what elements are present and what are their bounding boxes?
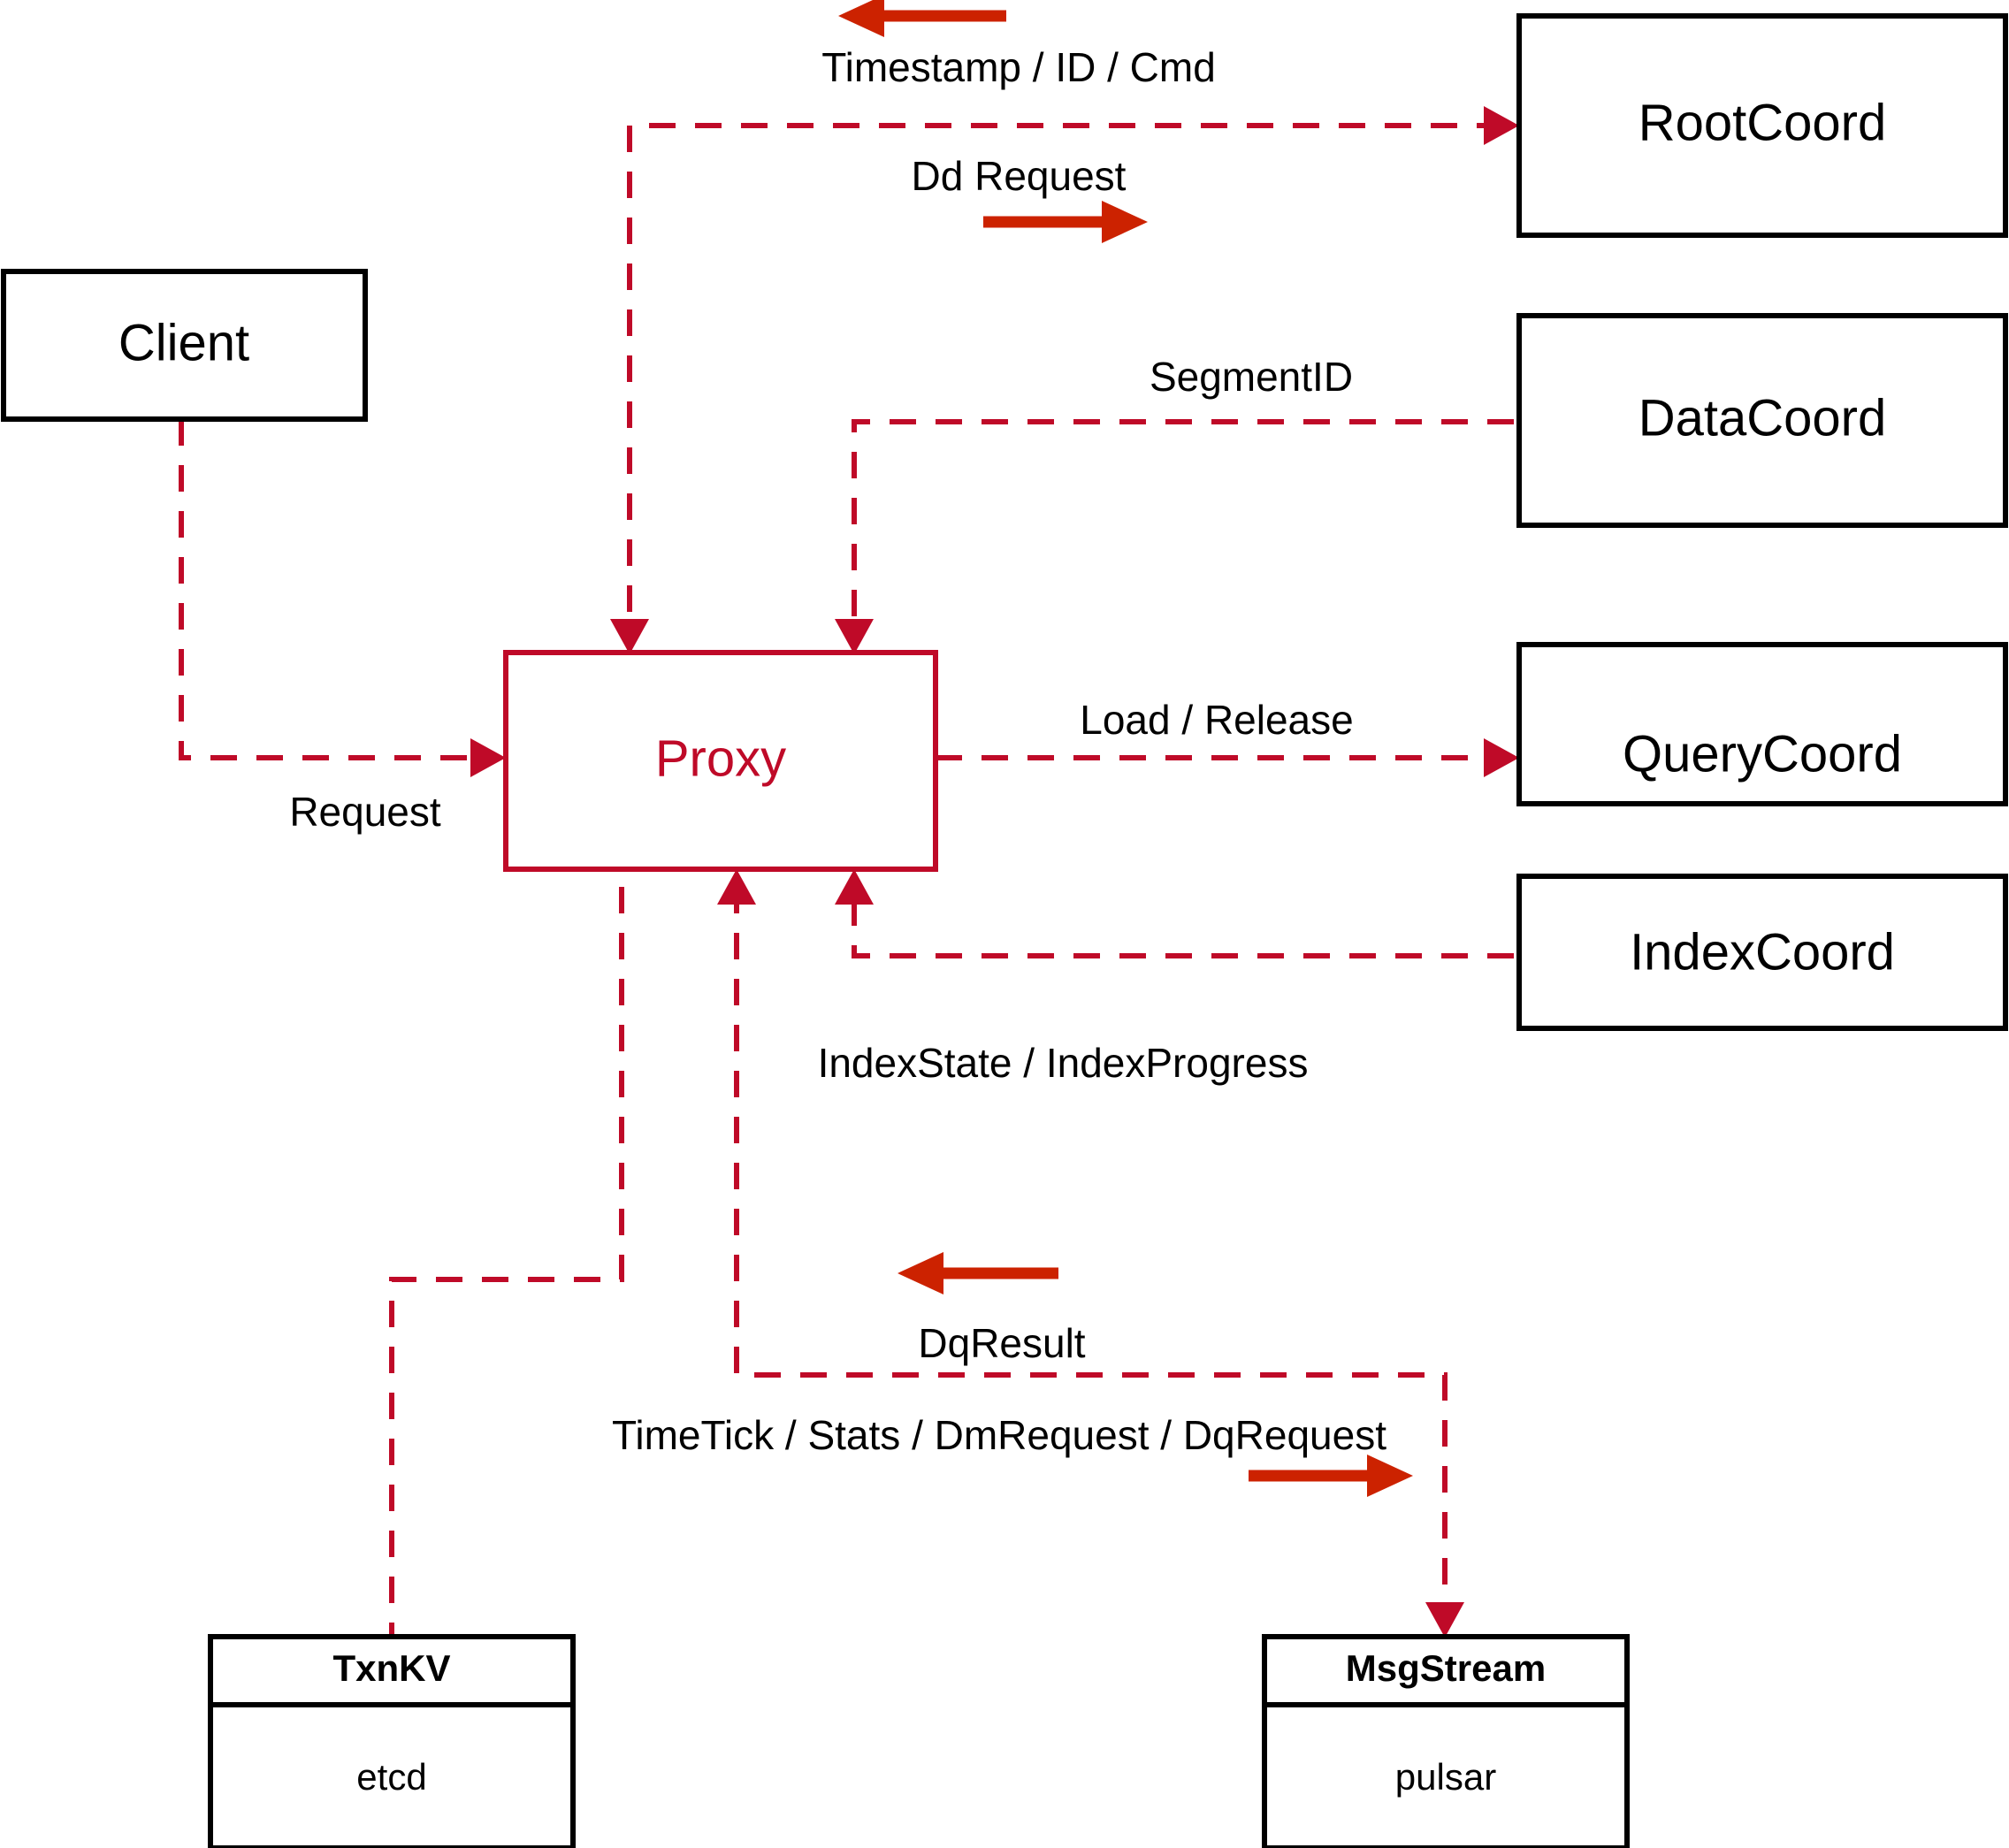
txnkv-box[interactable] — [208, 1634, 576, 1848]
query-coord-label: QueryCoord — [1623, 725, 1902, 783]
edge-request-arrowhead — [470, 738, 506, 777]
edge-txnkv-link — [389, 887, 624, 1637]
edge-indexstate-arrowhead — [835, 869, 874, 905]
msgstream-impl-label: pulsar — [1395, 1756, 1496, 1798]
direction-arrow-dd-request — [983, 201, 1148, 243]
data-coord-box[interactable] — [1516, 313, 2008, 528]
edge-label-index-state-progress: IndexState / IndexProgress — [818, 1040, 1309, 1086]
edge-label-dq-result: DqResult — [918, 1320, 1085, 1366]
query-coord-box[interactable] — [1516, 642, 2008, 806]
edge-label-load-release: Load / Release — [1080, 697, 1353, 743]
edge-request — [179, 419, 506, 777]
dir-arrow-dd-head — [1102, 201, 1148, 243]
edge-segmentid-arrowhead — [835, 619, 874, 654]
txnkv-impl-label: etcd — [356, 1756, 426, 1798]
client-label: Client — [118, 314, 249, 371]
direction-arrow-timestamp — [838, 0, 1006, 37]
edge-request-path — [179, 419, 488, 760]
node-root-coord[interactable]: RootCoord — [1516, 13, 2008, 238]
edge-indexstate-path — [852, 887, 1514, 958]
index-coord-box[interactable] — [1516, 874, 2008, 1031]
edge-msgstream-link — [717, 869, 1464, 1638]
edge-msgstream-path — [734, 887, 1448, 1618]
edge-label-dd-request: Dd Request — [912, 153, 1127, 199]
edge-load-release-arrowhead — [1484, 738, 1519, 777]
msgstream-title: MsgStream — [1346, 1647, 1546, 1689]
edge-segment-id — [835, 419, 1514, 654]
root-coord-label: RootCoord — [1639, 94, 1886, 151]
node-txnkv[interactable]: TxnKV etcd — [208, 1634, 576, 1848]
dir-arrow-dqrequest-head — [1367, 1455, 1413, 1497]
edge-timestamp-arrowhead — [610, 619, 649, 654]
direction-arrow-dqrequest — [1249, 1455, 1413, 1497]
edge-timestamp-path — [627, 123, 1503, 637]
node-client[interactable]: Client — [1, 269, 368, 422]
edge-load-release — [936, 738, 1519, 777]
index-coord-label: IndexCoord — [1630, 923, 1895, 981]
edge-label-request: Request — [289, 789, 441, 835]
edge-label-segment-id: SegmentID — [1150, 354, 1353, 400]
edge-timestamp-id-cmd — [610, 106, 1519, 654]
edge-segmentid-path — [852, 419, 1514, 637]
dir-arrow-timestamp-head — [838, 0, 884, 37]
txnkv-title: TxnKV — [332, 1647, 450, 1689]
edge-dqrequest-arrowhead — [1425, 1602, 1464, 1638]
edge-index-state-progress — [835, 869, 1514, 958]
edge-dqresult-arrowhead — [717, 869, 756, 905]
msgstream-box[interactable] — [1262, 1634, 1630, 1848]
node-index-coord[interactable]: IndexCoord — [1516, 874, 2008, 1031]
edge-txnkv-path — [389, 887, 624, 1637]
proxy-label: Proxy — [655, 729, 786, 787]
dir-arrow-dqresult-head — [898, 1252, 943, 1294]
direction-arrow-dqresult — [898, 1252, 1058, 1294]
edge-label-timetick-stats: TimeTick / Stats / DmRequest / DqRequest — [612, 1412, 1386, 1458]
node-query-coord[interactable]: QueryCoord — [1516, 642, 2008, 806]
data-coord-label: DataCoord — [1639, 389, 1886, 447]
node-proxy[interactable]: Proxy — [503, 650, 938, 872]
client-box[interactable] — [1, 269, 368, 422]
node-data-coord[interactable]: DataCoord — [1516, 313, 2008, 528]
node-msgstream[interactable]: MsgStream pulsar — [1262, 1634, 1630, 1848]
proxy-box[interactable] — [503, 650, 938, 872]
edge-label-timestamp-id-cmd: Timestamp / ID / Cmd — [821, 44, 1216, 90]
edge-dd-request-arrowhead — [1484, 106, 1519, 145]
root-coord-box[interactable] — [1516, 13, 2008, 238]
